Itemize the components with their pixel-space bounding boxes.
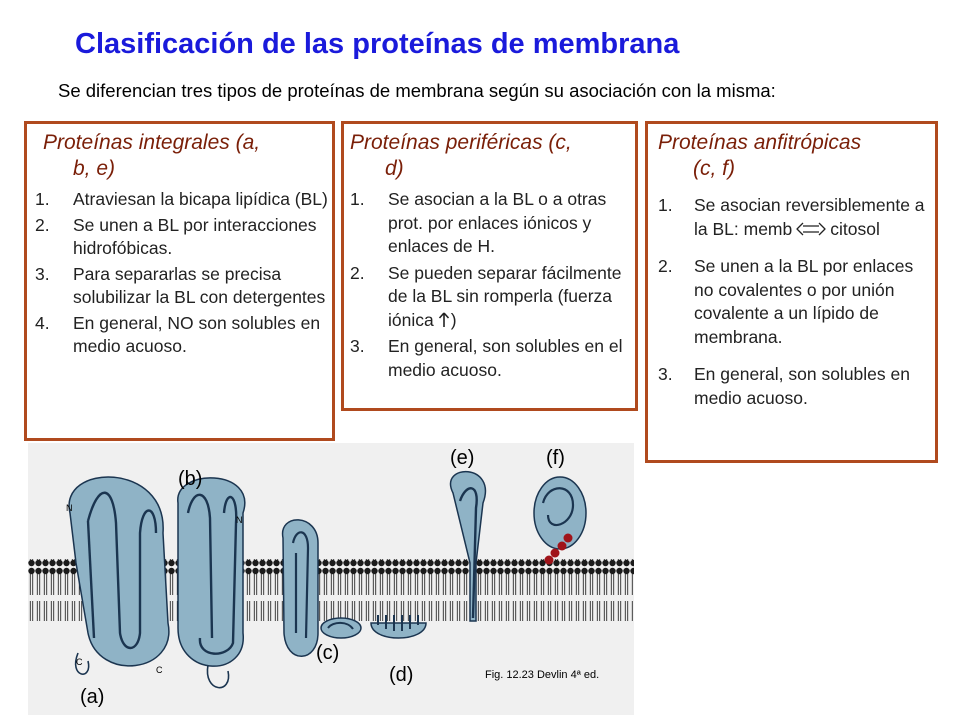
double-arrow-icon	[796, 222, 826, 235]
list-item: 2. Se unen a BL por interacciones hidrofó…	[35, 214, 332, 261]
list-item: 2. Se unen a la BL por enlaces no covalen…	[658, 255, 935, 349]
heading-line-1: Proteínas integrales (a,	[43, 131, 261, 154]
list-item: 3. Para separarlas se precisa solubilizar…	[35, 263, 332, 310]
item-number: 1.	[35, 189, 50, 209]
list-item: 4. En general, NO son solubles en medio a…	[35, 312, 332, 359]
item-text: Se pueden separar fácilmente de la BL si…	[388, 262, 622, 330]
protein-narrow	[282, 519, 319, 657]
item-number: 2.	[658, 256, 673, 276]
list-item: 3. En general, son solubles en el medio a…	[350, 335, 635, 382]
heading-line-1: Proteínas periféricas (c,	[350, 131, 572, 154]
list-item: 1. Se asocian reversiblemente a la BL: me…	[658, 194, 935, 241]
item-text: Se asocian reversiblemente a la BL: memb	[694, 195, 925, 239]
protein-e	[449, 471, 487, 622]
figure-label-a: (a)	[80, 686, 105, 708]
figure-label-d: (d)	[389, 664, 414, 686]
item-text-suffix: )	[450, 309, 457, 330]
integral-proteins-list: 1. Atraviesan la bicapa lipídica (BL) 2. S…	[35, 188, 332, 359]
item-text-wrap: Se asocian reversiblemente a la BL: memb…	[694, 194, 935, 241]
peripheral-proteins-box: Proteínas periféricas (c, d) 1. Se asocia…	[341, 121, 638, 411]
list-item: 3. En general, son solubles en medio acuo…	[658, 363, 935, 410]
item-text: Se asocian a la BL o a otras prot. por e…	[388, 189, 607, 256]
membrane-illustration: N N C C	[28, 471, 634, 689]
item-number: 4.	[35, 312, 50, 333]
item-text-wrap: Se pueden separar fácilmente de la BL si…	[388, 262, 635, 333]
item-text: Atraviesan la bicapa lipídica (BL)	[73, 189, 328, 209]
item-number: 1.	[350, 189, 365, 209]
list-item: 1. Se asocian a la BL o a otras prot. por…	[350, 188, 635, 259]
amphitropic-proteins-box: Proteínas anfitrópicas (c, f) 1. Se asoci…	[645, 121, 938, 463]
item-text: En general, son solubles en el medio acu…	[388, 336, 623, 380]
integral-proteins-heading: Proteínas integrales (a, b, e)	[35, 130, 332, 182]
figure-caption: Fig. 12.23 Devlin 4ª ed.	[485, 669, 600, 681]
item-text-end: citosol	[830, 218, 880, 239]
terminal-n-label: N	[236, 515, 243, 525]
item-number: 2.	[35, 214, 50, 235]
item-number: 3.	[350, 336, 365, 356]
figure-label-f: (f)	[546, 447, 565, 469]
integral-proteins-box: Proteínas integrales (a, b, e) 1. Atravie…	[24, 121, 335, 441]
terminal-c-label: C	[156, 665, 163, 675]
page-title: Clasificación de las proteínas de membra…	[75, 28, 680, 60]
item-text: Se unen a la BL por enlaces no covalente…	[694, 256, 914, 347]
protein-c	[320, 617, 362, 639]
item-text: En general, son solubles en medio acuoso…	[694, 364, 910, 408]
item-number: 1.	[658, 195, 673, 215]
arrow-up-icon	[438, 311, 449, 327]
terminal-n-label: N	[66, 503, 73, 513]
item-text: Se unen a BL por interacciones hidrofóbi…	[73, 214, 317, 259]
heading-line-2: (c, f)	[693, 157, 735, 180]
heading-line-1: Proteínas anfitrópicas	[658, 131, 862, 154]
terminal-c-label: C	[76, 657, 83, 667]
list-item: 2. Se pueden separar fácilmente de la BL …	[350, 262, 635, 333]
peripheral-proteins-list: 1. Se asocian a la BL o a otras prot. por…	[350, 188, 635, 382]
heading-line-2: d)	[385, 157, 404, 180]
peripheral-proteins-heading: Proteínas periféricas (c, d)	[350, 130, 635, 182]
heading-line-2: b, e)	[73, 157, 116, 180]
figure-label-e: (e)	[450, 447, 475, 469]
item-number: 3.	[35, 263, 50, 284]
figure-label-b: (b)	[178, 468, 203, 490]
protein-a	[68, 476, 170, 675]
membrane-protein-figure: N N C C	[28, 443, 634, 715]
amphitropic-proteins-list: 1. Se asocian reversiblemente a la BL: me…	[658, 194, 935, 410]
item-number: 3.	[658, 364, 673, 384]
item-number: 2.	[350, 262, 365, 283]
protein-f	[533, 476, 587, 565]
protein-b	[177, 477, 246, 689]
amphitropic-proteins-heading: Proteínas anfitrópicas (c, f)	[658, 130, 935, 182]
page-subtitle: Se diferencian tres tipos de proteínas d…	[58, 80, 776, 101]
list-item: 1. Atraviesan la bicapa lipídica (BL)	[35, 188, 332, 212]
item-text: En general, NO son solubles en medio acu…	[73, 312, 321, 357]
figure-label-c: (c)	[316, 642, 340, 664]
item-text: Para separarlas se precisa solubilizar l…	[73, 263, 326, 308]
protein-d	[370, 615, 427, 639]
